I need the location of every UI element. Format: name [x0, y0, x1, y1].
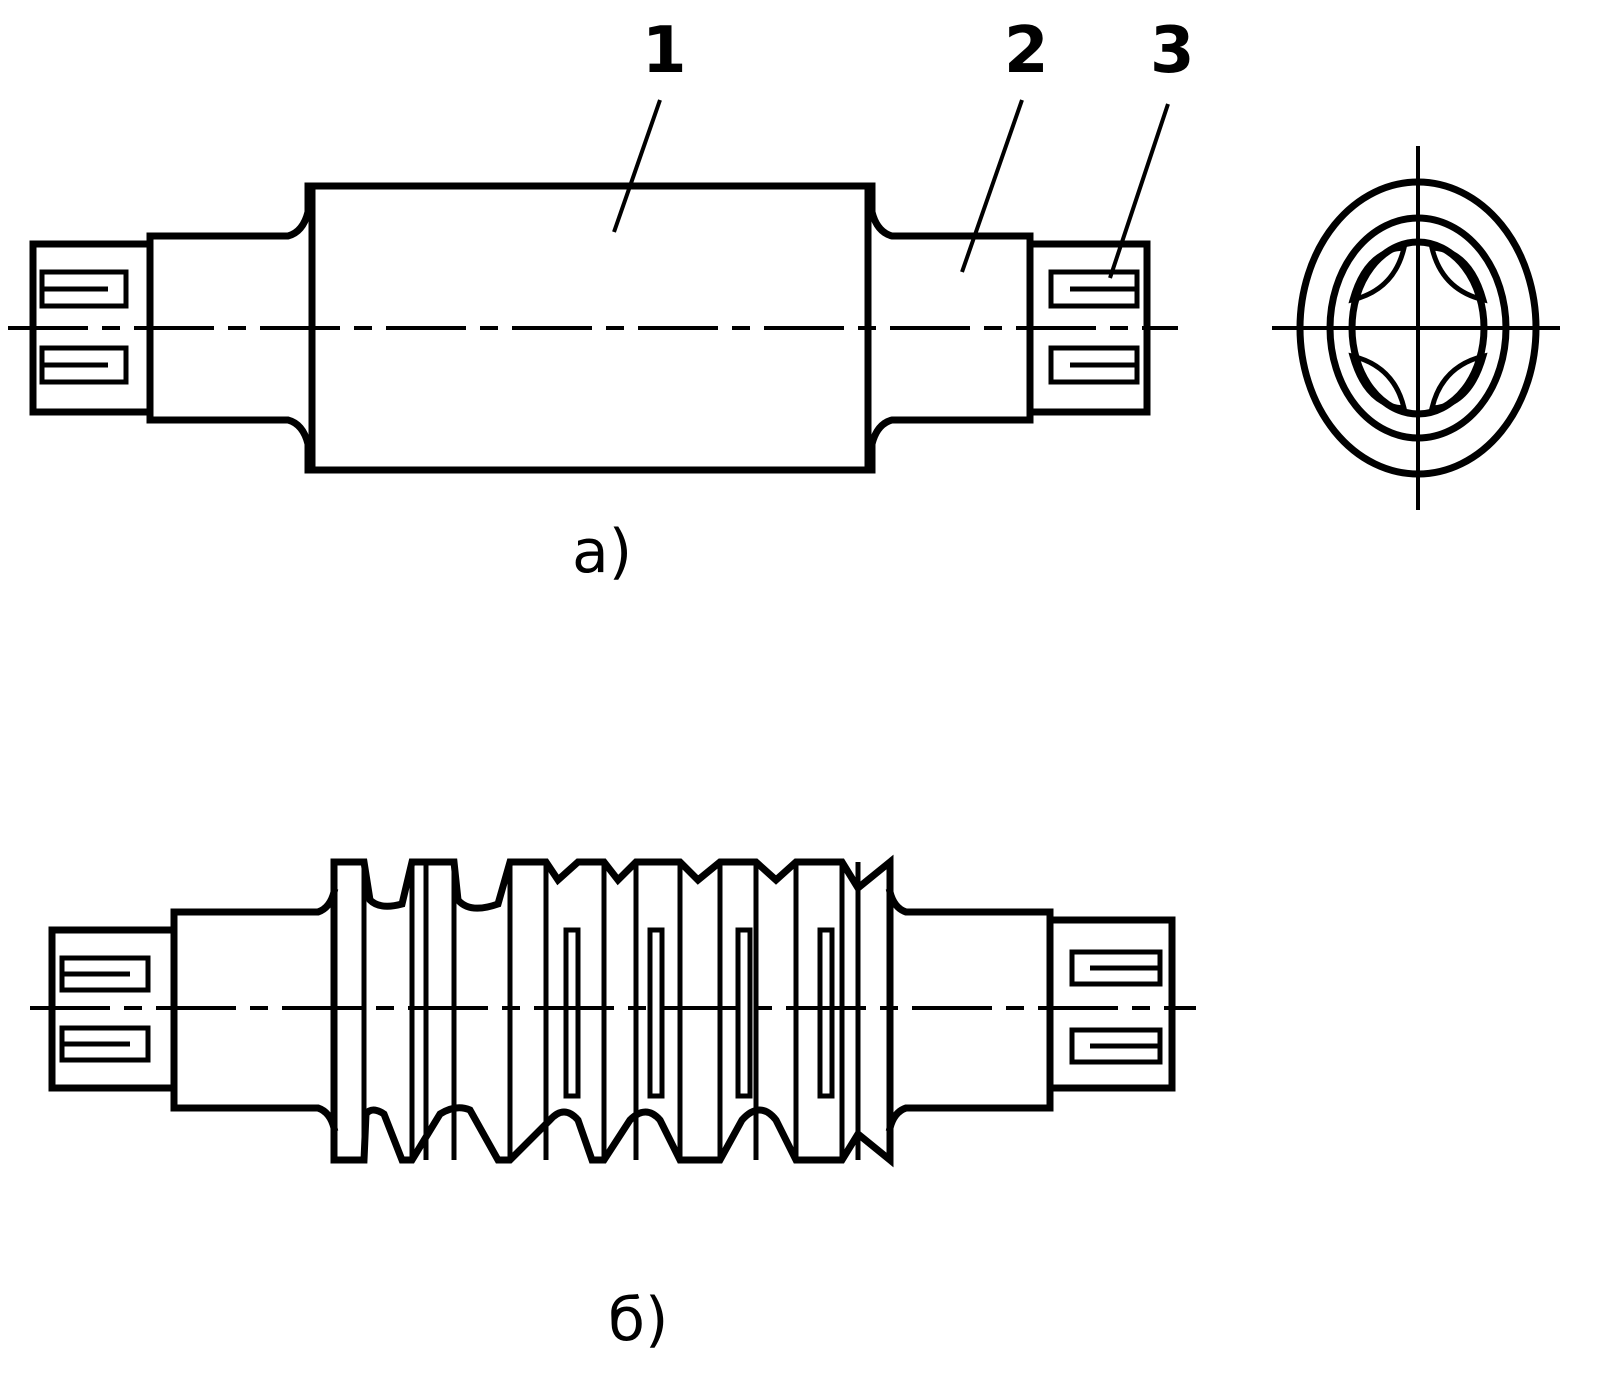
- figure-b-grooved-roll: б): [30, 854, 1196, 1355]
- right-wobbler-end-b: [1046, 916, 1176, 1092]
- leader-line-2: [960, 99, 1024, 273]
- figure-a-smooth-roll: 1 2 3 а): [8, 14, 1195, 587]
- left-roll-neck-a: [146, 182, 312, 474]
- leader-line-1: [612, 99, 662, 233]
- callout-1: 1: [642, 14, 687, 88]
- end-view-cross-section: [1272, 146, 1560, 510]
- leader-line-3: [1108, 103, 1170, 279]
- callout-2: 2: [1004, 14, 1049, 88]
- callout-3: 3: [1150, 14, 1195, 88]
- caption-a: а): [572, 517, 632, 587]
- caption-b: б): [608, 1285, 668, 1355]
- grooved-barrel-b: [330, 854, 894, 1168]
